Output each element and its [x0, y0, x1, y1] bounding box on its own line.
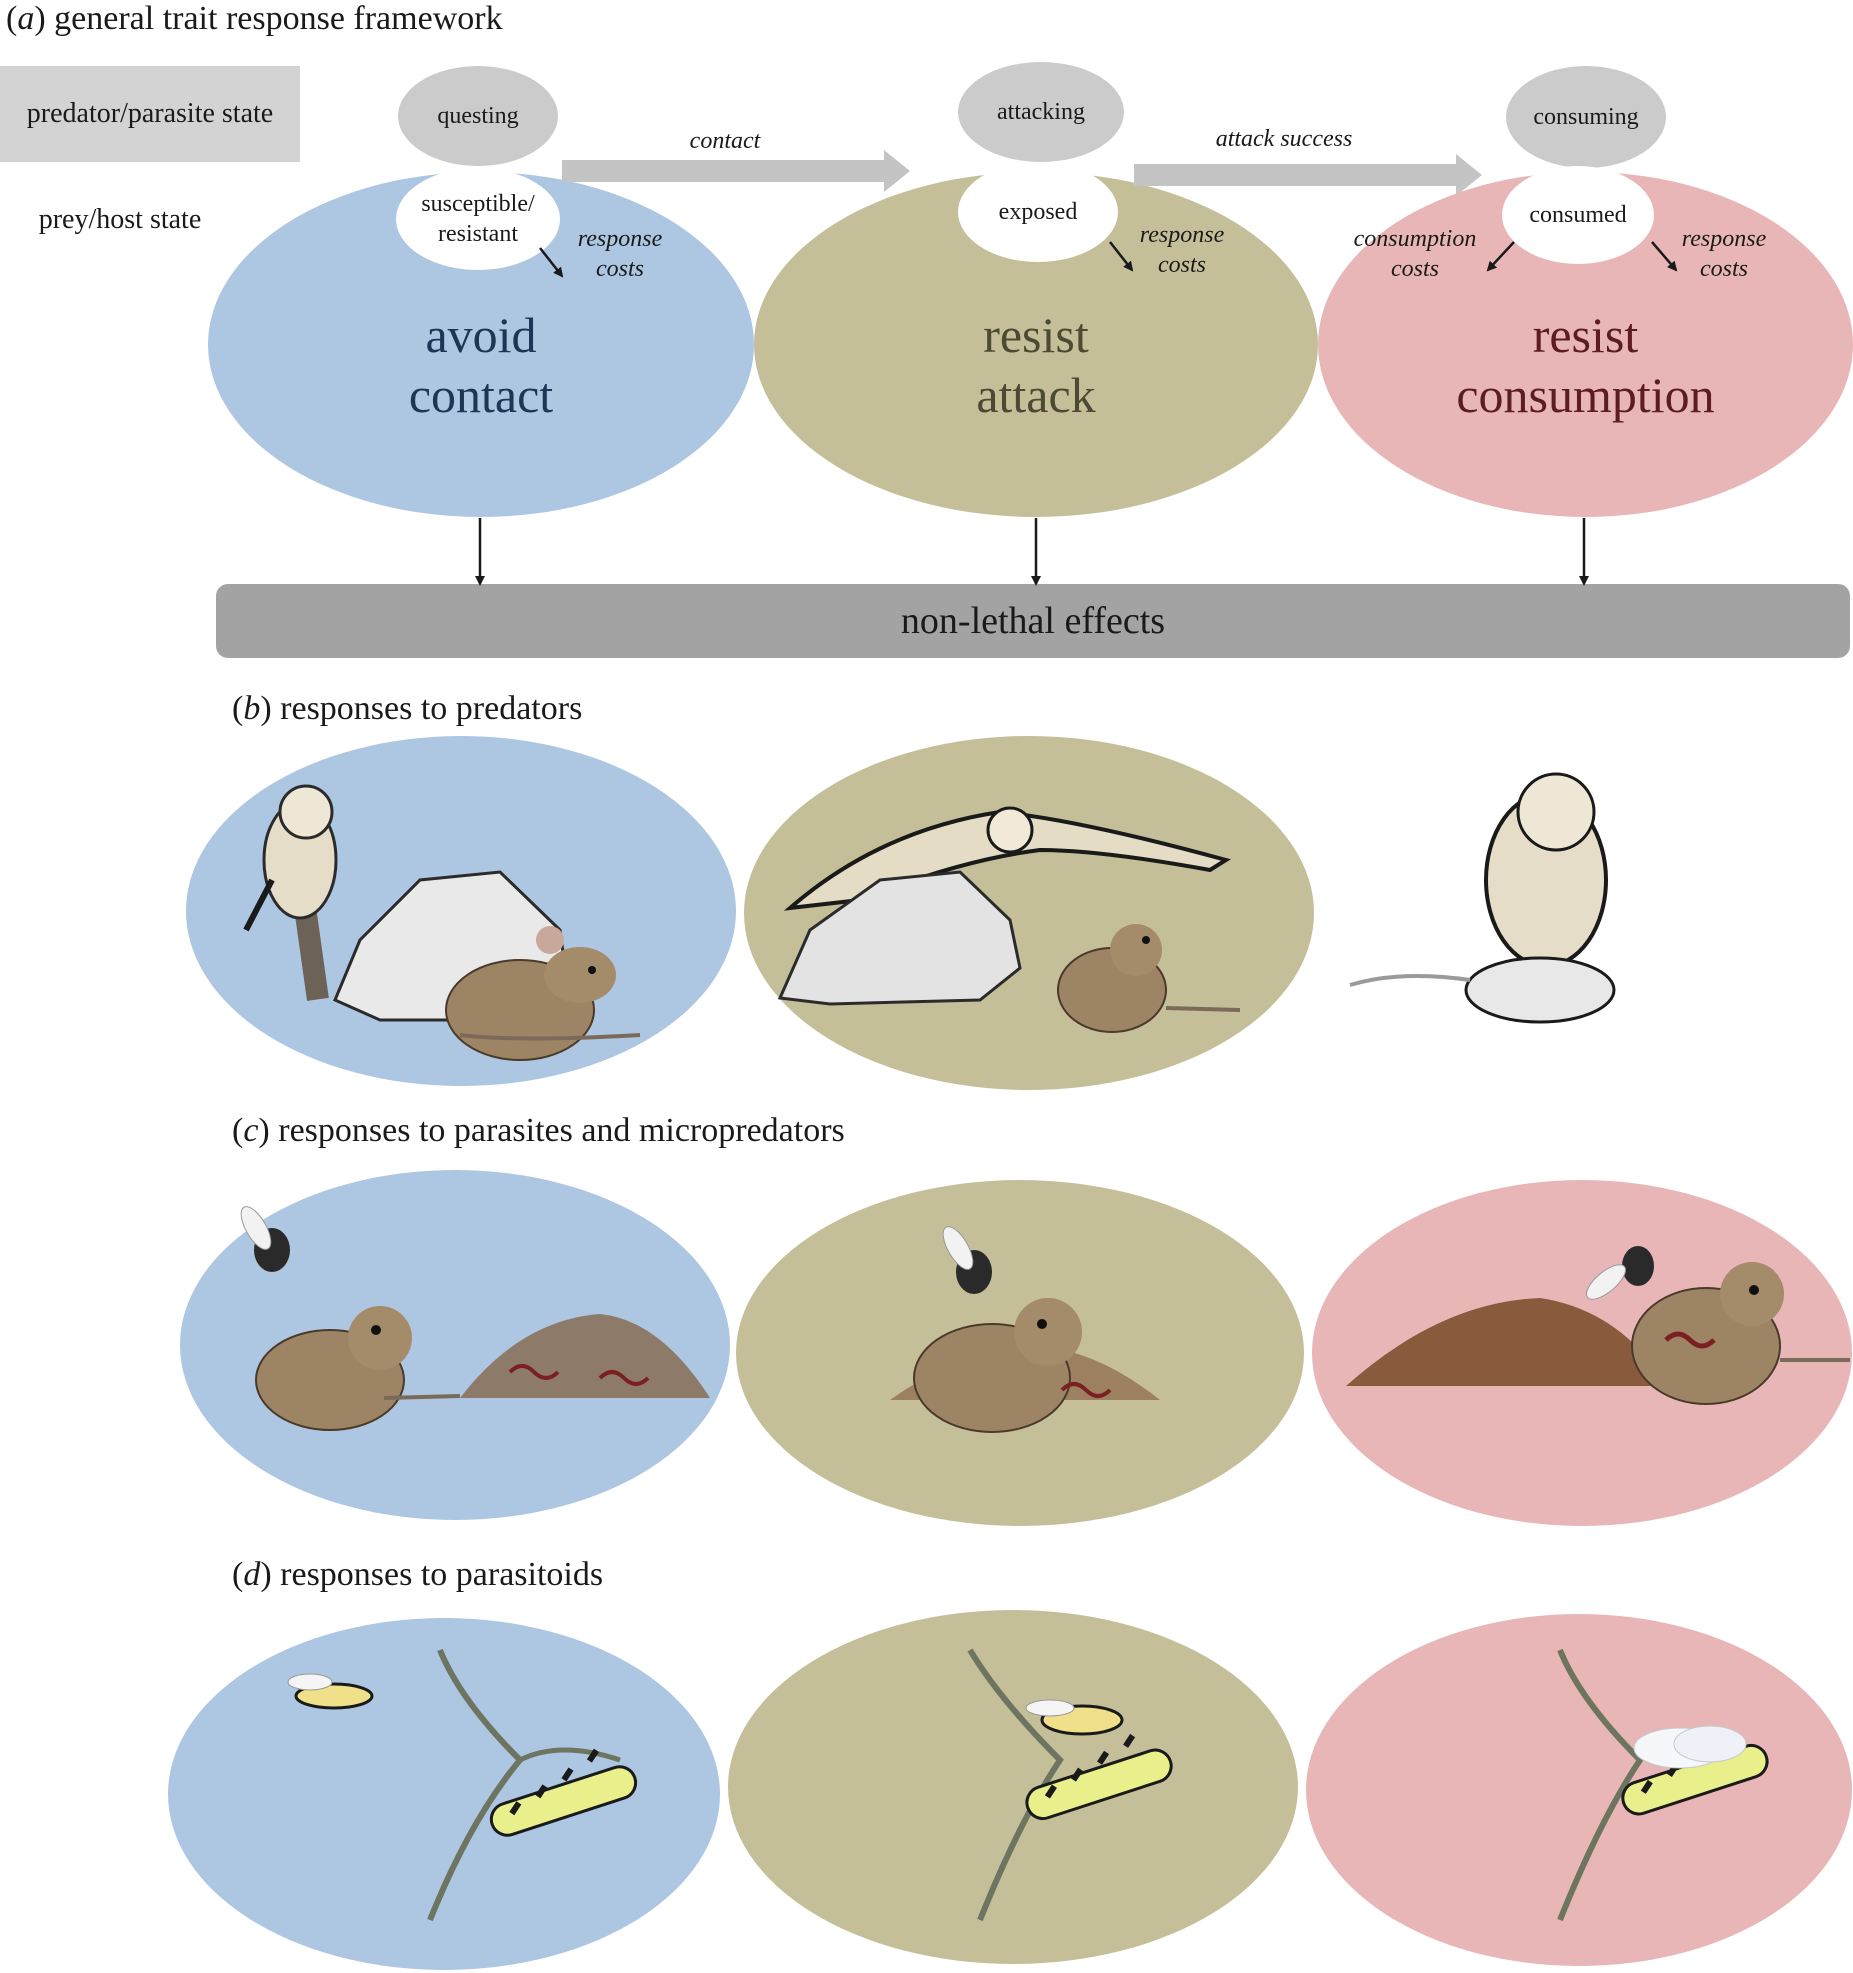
panel-b-title-text: responses to predators [280, 690, 583, 727]
oval-attacking: attacking [958, 62, 1124, 162]
panel-d-title: (d) responses to parasitoids [232, 1556, 604, 1593]
note-response-costs-1: response costs [577, 226, 663, 282]
legend-predator-label: predator/parasite state [26, 98, 274, 129]
caterpillar-icon [1025, 1733, 1173, 1821]
note-consumption-costs: consumption costs [1353, 226, 1477, 282]
arrow-cost-3 [1651, 241, 1678, 272]
label-attack-success: attack success [1215, 126, 1353, 152]
note-response-costs-2: response costs [1139, 222, 1225, 278]
panel-b-letter: b [243, 690, 261, 727]
label-exposed: exposed [998, 199, 1078, 225]
milkweed-plant-icon [427, 1648, 621, 1922]
arrow-contact [562, 150, 910, 192]
label-attacking: attacking [997, 98, 1085, 125]
panel-a-title-text: general trait response framework [54, 0, 503, 37]
panel-d-title-text: responses to parasitoids [280, 1556, 604, 1593]
panel-d-letter: d [243, 1556, 261, 1593]
panel-c-title-text: responses to parasites and micropredator… [278, 1112, 845, 1149]
mouse-icon [255, 1306, 461, 1431]
owl-consuming-icon [1349, 772, 1616, 1024]
label-consumed: consumed [1529, 202, 1627, 228]
mouse-hiding-icon [445, 926, 641, 1061]
arrow-cost-1 [539, 247, 564, 278]
oval-susceptible: susceptible/ resistant [396, 168, 560, 270]
label-resist-attack: resist attack [976, 306, 1096, 423]
arrow-cost-2 [1109, 241, 1134, 272]
oval-exposed: exposed [958, 162, 1118, 262]
worms-icon [508, 1364, 650, 1386]
scene-d-attack [728, 1610, 1298, 1964]
label-questing: questing [437, 102, 519, 129]
oval-consumed: consumed [1502, 166, 1654, 264]
fly-icon [942, 1226, 992, 1294]
label-contact: contact [689, 128, 761, 154]
wasp-icon [1025, 1699, 1124, 1736]
mound-icon [1346, 1298, 1668, 1386]
milkweed-plant-icon [1557, 1648, 1644, 1922]
panel-c-title: (c) responses to parasites and micropred… [232, 1112, 845, 1149]
oval-consuming: consuming [1506, 66, 1666, 168]
milkweed-plant-icon [967, 1648, 1064, 1922]
panel-a-title: (a) general trait response framework [6, 0, 503, 37]
oval-questing: questing [398, 66, 558, 166]
rock-icon [777, 870, 1022, 1006]
panel-a-letter: a [17, 0, 35, 37]
label-non-lethal-effects: non-lethal effects [900, 600, 1166, 642]
label-avoid-contact: avoid contact [408, 306, 554, 423]
scene-d-consumption [1306, 1614, 1852, 1966]
fly-icon [1586, 1246, 1654, 1300]
panel-c-letter: c [243, 1112, 259, 1149]
mouse-icon [913, 1298, 1082, 1433]
caterpillar-icon [489, 1748, 638, 1837]
mound-icon [460, 1314, 710, 1398]
note-response-costs-3: response costs [1681, 226, 1767, 282]
cocoon-cluster-icon [1633, 1725, 1747, 1769]
wasp-icon [287, 1673, 374, 1710]
mouse-infected-icon [1631, 1262, 1850, 1405]
arrow-consumption-cost [1486, 241, 1515, 272]
worms-icon [1060, 1382, 1112, 1398]
label-susceptible: susceptible/ resistant [421, 191, 535, 247]
mouse-exposed-icon [1057, 924, 1241, 1033]
legend-predator-box: predator/parasite state [0, 66, 300, 162]
owl-perched-icon [243, 784, 338, 1001]
non-lethal-effects-bar: non-lethal effects [216, 584, 1850, 658]
arrow-attack-success [1134, 154, 1482, 196]
panel-b-title: (b) responses to predators [232, 690, 583, 727]
fly-icon [240, 1206, 290, 1272]
label-resist-consumption: resist consumption [1456, 306, 1715, 423]
legend-prey-label: prey/host state [38, 204, 202, 235]
label-consuming: consuming [1533, 103, 1639, 130]
